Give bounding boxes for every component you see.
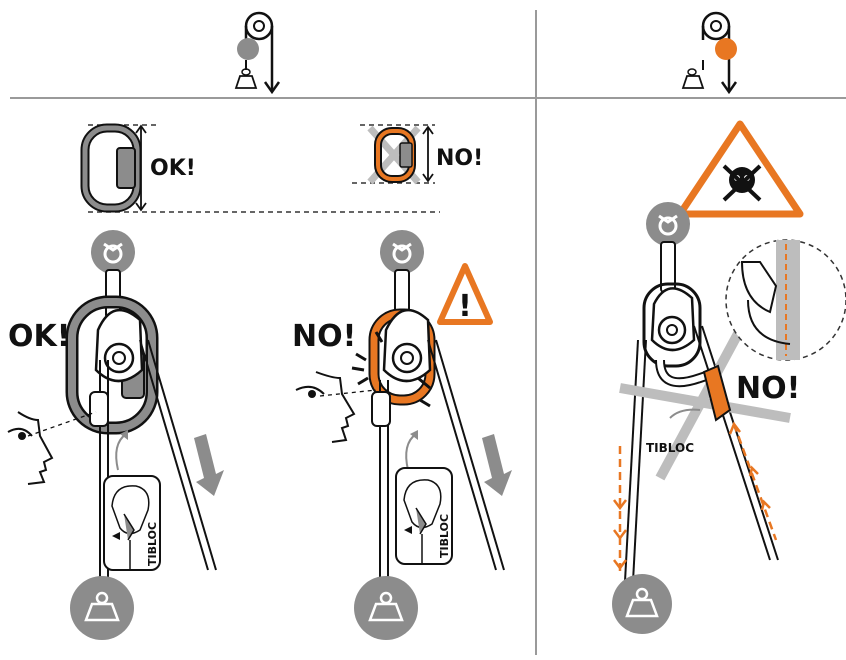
ok-scene-label: OK!: [8, 319, 70, 354]
tibloc-box-left-label: TIBLOC: [146, 522, 159, 566]
skull-danger-icon: [676, 120, 804, 218]
tibloc-box-middle-label: TIBLOC: [438, 514, 451, 558]
carabiner-ok-size: OK!: [80, 123, 440, 213]
slip-arrows: [613, 421, 778, 572]
load-icon: [612, 574, 672, 634]
eye-face-icon: [7, 411, 54, 485]
pulley-orange-icon: [681, 11, 738, 95]
anchor-icon: [646, 202, 690, 246]
tibloc-device: [702, 364, 732, 422]
warning-mark: !: [458, 289, 472, 324]
pulley-grey-icon: [234, 11, 281, 95]
warning-icon: !: [437, 263, 493, 325]
tibloc-right-label: TIBLOC: [646, 441, 694, 455]
impact-marks: [351, 331, 431, 408]
anchor-icon: [380, 230, 424, 274]
carabiner-no-size: NO!: [352, 124, 483, 185]
scene-ok: TIBLOC OK!: [7, 230, 224, 640]
load-icon: [70, 576, 134, 640]
no-size-label: NO!: [436, 146, 483, 171]
no-scene-middle-label: NO!: [292, 319, 356, 354]
zoom-detail: [725, 239, 846, 361]
eye-face-icon: [295, 371, 377, 443]
no-scene-right-label: NO!: [736, 371, 800, 406]
anchor-icon: [91, 230, 135, 274]
ok-size-label: OK!: [150, 156, 196, 181]
scene-no-right: TIBLOC NO!: [612, 120, 846, 634]
load-icon: [354, 576, 418, 640]
scene-no-middle: ! TIBLOC NO!: [292, 230, 512, 640]
